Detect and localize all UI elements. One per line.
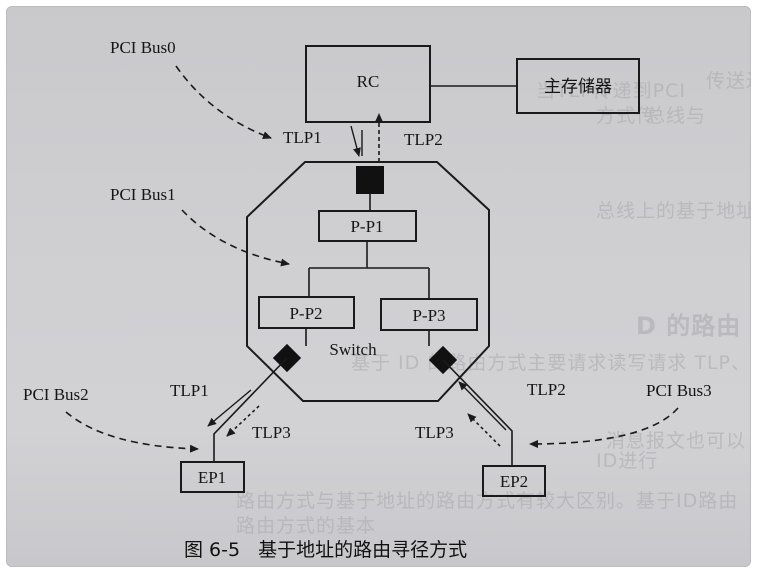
switch-label: Switch xyxy=(329,340,377,359)
tlp2-rc-label: TLP2 xyxy=(404,130,443,149)
ep1-tlp1-label: TLP1 xyxy=(170,381,209,400)
ghost-text: 总线上的基于地址 xyxy=(596,200,751,222)
rc-box xyxy=(305,45,431,123)
ep1-box xyxy=(180,461,245,493)
memory-label: 主存储器 xyxy=(544,77,612,97)
routing-diagram: RC 主存储器 TLP1 TLP2 P-P1 P-P2 P-P3 xyxy=(23,38,712,497)
ghost-text: 当TLP传递到PCI xyxy=(536,80,686,102)
upstream-port xyxy=(356,166,384,194)
bus3-leader xyxy=(529,407,679,448)
switch-outline xyxy=(246,161,490,402)
ep2-link xyxy=(442,359,513,466)
pp3-label: P-P3 xyxy=(412,306,445,325)
pp2-label: P-P2 xyxy=(289,304,322,323)
bus3-label: PCI Bus3 xyxy=(646,381,712,400)
ghost-text: 总线与 xyxy=(646,105,707,127)
ep1-link xyxy=(213,357,288,462)
ep1-tlp3-label: TLP3 xyxy=(252,423,291,442)
rc-label: RC xyxy=(357,72,380,91)
bus0-leader xyxy=(175,65,272,139)
bus1-leader xyxy=(181,209,290,267)
figure-caption: 图 6-5 基于地址的路由寻径方式 xyxy=(184,535,467,562)
figure-title: 基于地址的路由寻径方式 xyxy=(258,539,468,561)
bus2-label: PCI Bus2 xyxy=(23,385,89,404)
figure-number: 图 6-5 xyxy=(184,539,241,561)
bus1-label: PCI Bus1 xyxy=(110,185,176,204)
ghost-text: D 的路由 xyxy=(636,312,742,340)
tlp1-rc-label: TLP1 xyxy=(283,128,322,147)
ghost-text: 方式传 xyxy=(596,105,657,127)
ep1-label: EP1 xyxy=(198,468,226,487)
ghost-text: 传送过程 xyxy=(706,70,751,92)
ep2-box xyxy=(482,465,546,497)
bus2-leader xyxy=(65,411,199,453)
ghost-text: 路由方式与基于地址的路由方式有较大区别。基于ID路由 xyxy=(236,490,739,512)
pp1-label: P-P1 xyxy=(350,217,383,236)
ghost-text: 路由方式的基本 xyxy=(236,515,377,537)
bus0-label: PCI Bus0 xyxy=(110,38,176,57)
ghost-text: 消息报文也可以 xyxy=(606,430,747,452)
tlp1-down-arrow xyxy=(350,125,361,157)
ep2-tlp2-arrow xyxy=(458,381,507,431)
ep2-tlp3-label: TLP3 xyxy=(415,423,454,442)
ep2-tlp2-label: TLP2 xyxy=(527,380,566,399)
ep1-tlp3-arrow xyxy=(226,405,260,437)
ep2-tlp3-arrow xyxy=(467,413,501,447)
ep2-label: EP2 xyxy=(500,472,528,491)
photo-frame: 传送过程 总线与 方式传 当TLP传递到PCI 总线上的基于地址 D 的路由 基… xyxy=(6,6,751,567)
ep1-tlp1-arrow xyxy=(207,389,252,427)
ghost-text: ID进行 xyxy=(596,450,659,472)
